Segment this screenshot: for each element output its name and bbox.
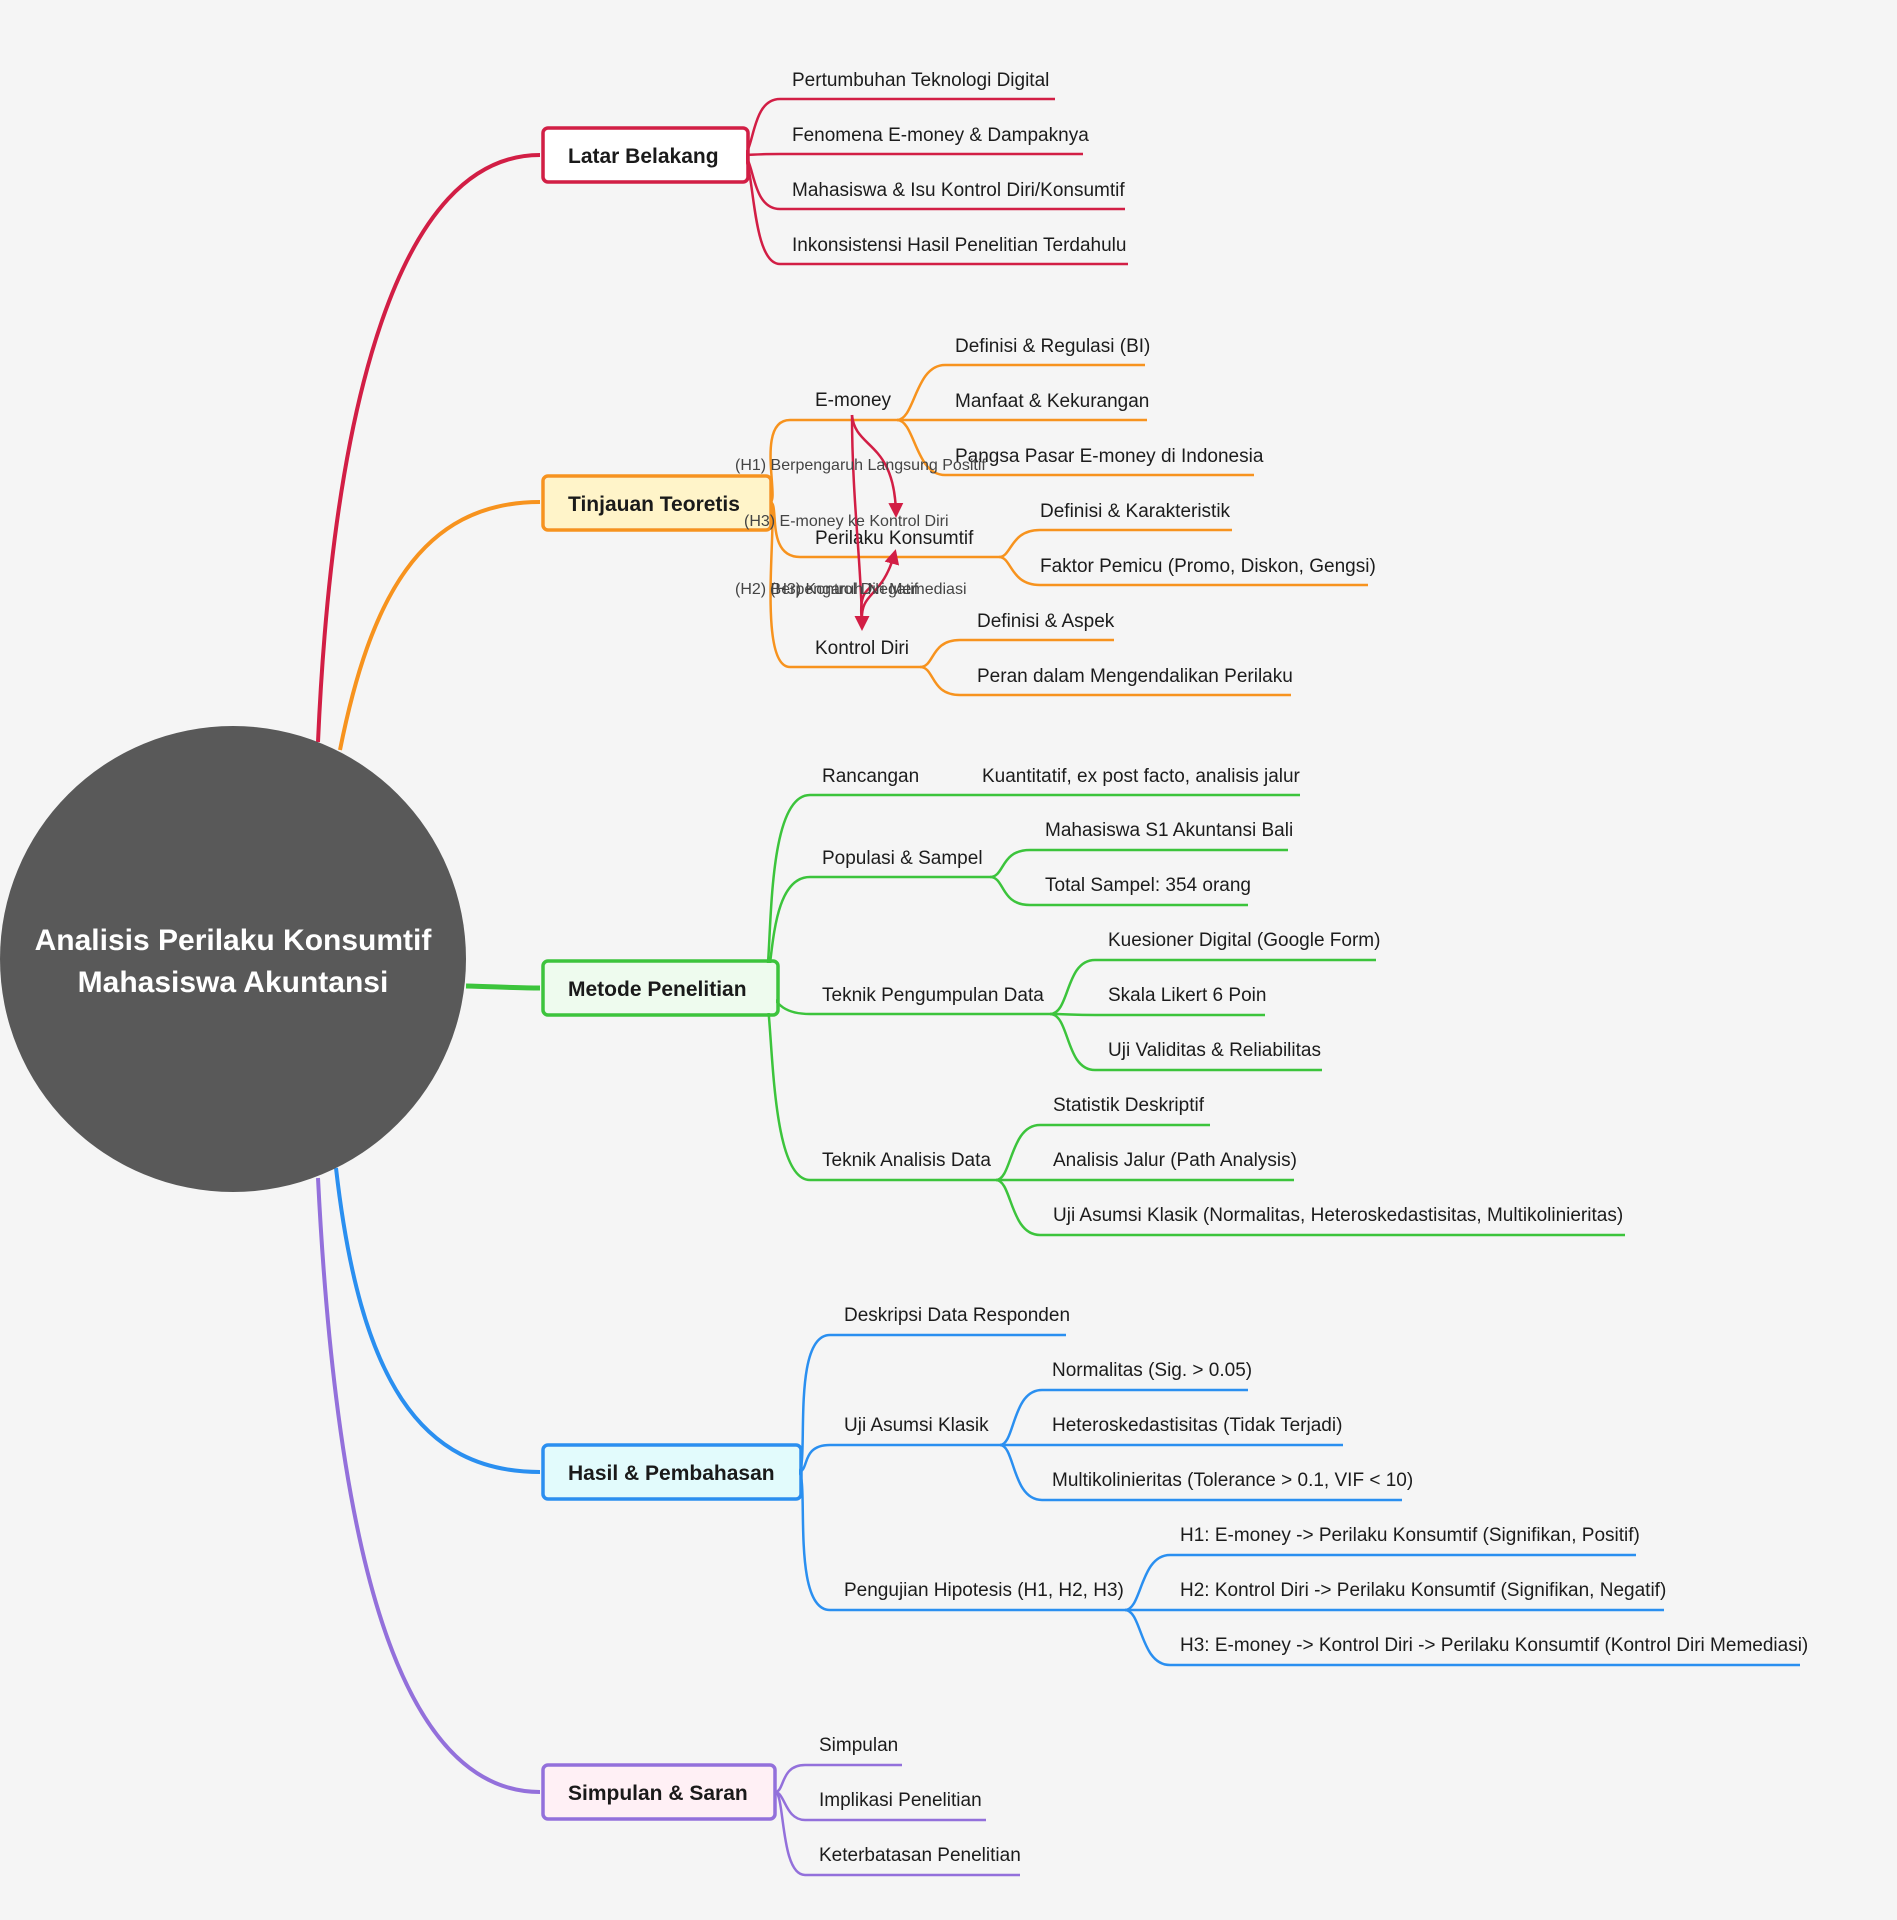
relation-h3a-label: (H3) E-money ke Kontrol Diri	[744, 513, 949, 530]
topic-metode-penelitian-fill	[545, 963, 776, 1013]
trunk-latar	[316, 153, 541, 743]
leaf-definisi-bi[interactable]: Definisi & Regulasi (BI)	[955, 336, 1150, 357]
leaf-validitas[interactable]: Uji Validitas & Reliabilitas	[1108, 1040, 1321, 1061]
leaf-faktor-pemicu[interactable]: Faktor Pemicu (Promo, Diskon, Gengsi)	[1040, 556, 1376, 577]
connector-kuesioner	[1049, 958, 1376, 1016]
leaf-kuantitatif[interactable]: Kuantitatif, ex post facto, analisis jal…	[982, 766, 1301, 787]
sub-emoney[interactable]: E-money	[815, 390, 892, 411]
leaf-likert[interactable]: Skala Likert 6 Poin	[1108, 985, 1266, 1006]
topic-hasil-pembahasan-fill	[545, 1447, 799, 1497]
sub-deskripsi-data[interactable]: Deskripsi Data Responden	[844, 1305, 1070, 1326]
trunk-simpulan	[316, 1177, 541, 1794]
connector-definisi-aspek	[919, 638, 1114, 669]
topic-simpulan-saran-fill	[545, 1767, 773, 1817]
relation-h3b-line	[859, 584, 874, 623]
relation-h2-label: (H2) Berpengaruh Negatif	[735, 581, 919, 598]
leaf-jalur[interactable]: Analisis Jalur (Path Analysis)	[1053, 1150, 1297, 1171]
item-inkonsistensi[interactable]: Inkonsistensi Hasil Penelitian Terdahulu	[792, 235, 1126, 256]
leaf-multikolinieritas[interactable]: Multikolinieritas (Tolerance > 0.1, VIF …	[1052, 1470, 1413, 1491]
leaf-manfaat[interactable]: Manfaat & Kekurangan	[955, 391, 1149, 412]
leaf-peran[interactable]: Peran dalam Mengendalikan Perilaku	[977, 666, 1293, 687]
topic-tinjauan-teoretis[interactable]	[541, 474, 773, 532]
item-simpulan[interactable]: Simpulan	[819, 1735, 898, 1756]
leaf-mahasiswa-s1[interactable]: Mahasiswa S1 Akuntansi Bali	[1045, 820, 1293, 841]
leaf-deskriptif[interactable]: Statistik Deskriptif	[1053, 1095, 1205, 1116]
connector-simpulan-item	[774, 1763, 902, 1794]
connector-pangsa	[896, 418, 1254, 477]
relation-h1-label: (H1) Berpengaruh Langsung Positif	[735, 457, 986, 474]
center-topic-circle[interactable]	[0, 726, 466, 1192]
relation-h1-line	[850, 414, 904, 518]
leaf-heteroskedastisitas[interactable]: Heteroskedastisitas (Tidak Terjadi)	[1052, 1415, 1342, 1436]
leaf-definisi-aspek[interactable]: Definisi & Aspek	[977, 611, 1115, 632]
sub-perilaku-konsumtif[interactable]: Perilaku Konsumtif	[815, 528, 974, 549]
topic-latar-belakang-label: Latar Belakang	[568, 145, 719, 168]
connector-mahasiswa-s1	[989, 848, 1288, 879]
connector-h3	[1124, 1608, 1800, 1667]
center-title-line1: Analisis Perilaku Konsumtif	[35, 924, 433, 957]
topic-hasil-pembahasan-label: Hasil & Pembahasan	[568, 1462, 775, 1485]
sub-populasi-sampel[interactable]: Populasi & Sampel	[822, 848, 983, 869]
connector-populasi	[761, 875, 990, 990]
connector-deskriptif	[995, 1123, 1210, 1182]
item-isu[interactable]: Mahasiswa & Isu Kontrol Diri/Konsumtif	[792, 180, 1125, 201]
connector-definisi-bi	[896, 363, 1145, 422]
connector-validitas	[1049, 1012, 1322, 1072]
connector-peran	[919, 665, 1291, 697]
relation-h3b-label: (H3) Kontrol Diri Memediasi	[770, 581, 967, 598]
connector-fenomena	[741, 152, 1083, 157]
trunk-hasil	[334, 1167, 541, 1474]
connector-normalitas	[999, 1388, 1248, 1447]
topic-simpulan-saran-label: Simpulan & Saran	[568, 1782, 748, 1805]
leaf-asumsi-klasik[interactable]: Uji Asumsi Klasik (Normalitas, Heteroske…	[1053, 1205, 1623, 1226]
sub-pengujian-hipotesis[interactable]: Pengujian Hipotesis (H1, H2, H3)	[844, 1580, 1124, 1601]
topic-simpulan-saran[interactable]	[541, 1763, 777, 1821]
connector-uji-asumsi	[797, 1443, 1000, 1474]
item-fenomena[interactable]: Fenomena E-money & Dampaknya	[792, 125, 1089, 146]
topic-metode-penelitian-label: Metode Penelitian	[568, 978, 747, 1001]
sub-uji-asumsi[interactable]: Uji Asumsi Klasik	[844, 1415, 989, 1436]
connector-deskripsi	[796, 1333, 1066, 1474]
connector-h1	[1124, 1553, 1636, 1612]
leaf-definisi-karakteristik[interactable]: Definisi & Karakteristik	[1040, 501, 1231, 522]
leaf-h1[interactable]: H1: E-money -> Perilaku Konsumtif (Signi…	[1180, 1525, 1640, 1546]
relationship-lines	[850, 414, 904, 631]
leaf-pangsa[interactable]: Pangsa Pasar E-money di Indonesia	[955, 446, 1264, 467]
sub-kontrol-diri[interactable]: Kontrol Diri	[815, 638, 909, 659]
branch-hasil	[796, 1333, 1800, 1667]
connector-likert	[1049, 1012, 1265, 1017]
topic-latar-belakang[interactable]	[541, 126, 750, 184]
sub-analisis-data[interactable]: Teknik Analisis Data	[822, 1150, 991, 1171]
item-pertumbuhan[interactable]: Pertumbuhan Teknologi Digital	[792, 70, 1049, 91]
sub-rancangan[interactable]: Rancangan	[822, 766, 919, 787]
leaf-h2[interactable]: H2: Kontrol Diri -> Perilaku Konsumtif (…	[1180, 1580, 1666, 1601]
trunk-tinjauan	[338, 500, 541, 751]
connector-multiko	[999, 1443, 1402, 1502]
item-keterbatasan[interactable]: Keterbatasan Penelitian	[819, 1845, 1021, 1866]
topic-metode-penelitian[interactable]	[541, 959, 780, 1017]
sub-pengumpulan-data[interactable]: Teknik Pengumpulan Data	[822, 985, 1044, 1006]
leaf-normalitas[interactable]: Normalitas (Sig. > 0.05)	[1052, 1360, 1252, 1381]
connector-keterbatasan	[773, 1790, 1020, 1877]
connector-asumsi	[995, 1178, 1625, 1237]
connector-total-sampel	[989, 875, 1248, 907]
topic-tinjauan-teoretis-fill	[545, 478, 769, 528]
leaf-total-sampel[interactable]: Total Sampel: 354 orang	[1045, 875, 1251, 896]
trunk-metode	[465, 983, 541, 991]
branch-simpulan	[773, 1763, 1020, 1877]
topic-hasil-pembahasan[interactable]	[541, 1443, 803, 1501]
topic-latar-belakang-fill	[545, 130, 746, 180]
item-implikasi[interactable]: Implikasi Penelitian	[819, 1790, 982, 1811]
connector-definisi-karakteristik	[998, 528, 1232, 559]
leaf-kuesioner[interactable]: Kuesioner Digital (Google Form)	[1108, 930, 1380, 951]
leaf-h3[interactable]: H3: E-money -> Kontrol Diri -> Perilaku …	[1180, 1635, 1808, 1656]
center-title-line2: Mahasiswa Akuntansi	[78, 966, 389, 999]
connector-pemicu	[998, 555, 1368, 587]
connector-inkonsistensi	[741, 153, 1128, 266]
topic-tinjauan-teoretis-label: Tinjauan Teoretis	[568, 493, 740, 516]
